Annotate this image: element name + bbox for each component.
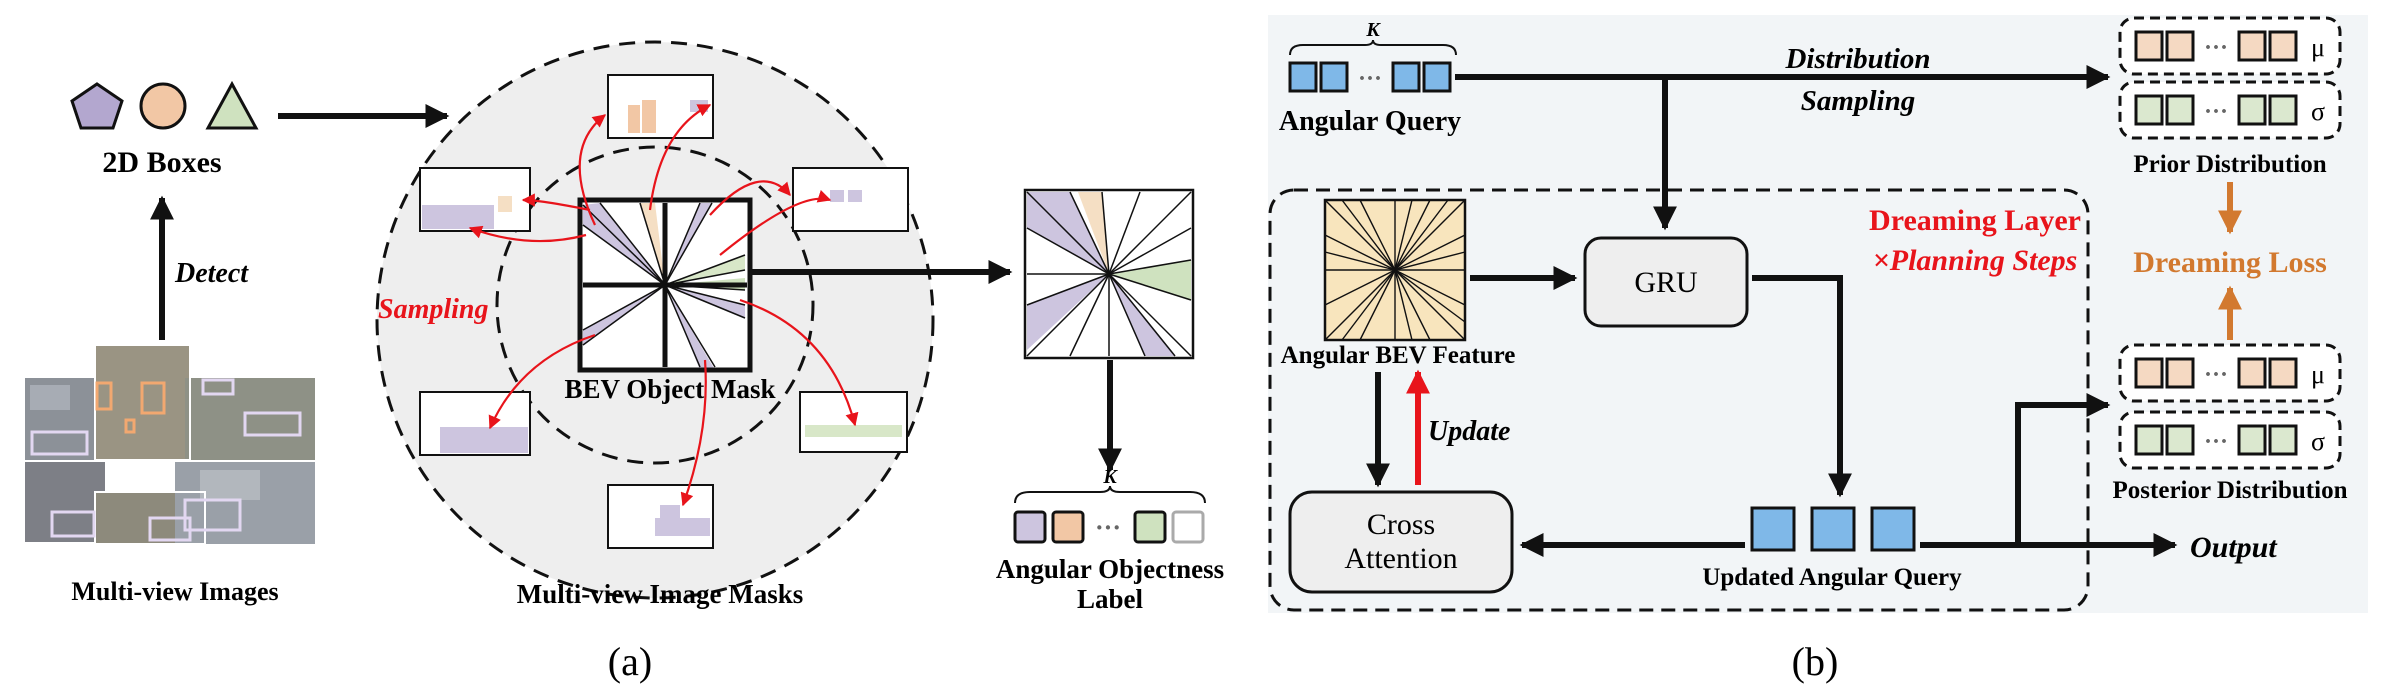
updated-query-square-1 [1750, 506, 1796, 552]
prior-mu-square-4 [2268, 30, 2298, 62]
caption-a: (a) [608, 639, 652, 684]
posterior-mu-ellipsis: ··· [2204, 362, 2228, 388]
label-square-white [1171, 510, 1205, 544]
image-masks-label: Multi-view Image Masks [517, 579, 803, 609]
posterior-sigma-square-4 [2268, 424, 2298, 456]
posterior-sigma-ellipsis: ··· [2204, 429, 2228, 455]
panel-a: 2D Boxes Detect Multi [25, 40, 1224, 684]
prior-mu-symbol: μ [2311, 33, 2325, 62]
angular-bev-feature-label: Angular BEV Feature [1281, 342, 1516, 369]
distribution-label-line2: Sampling [1801, 85, 1915, 117]
label-square-green [1133, 510, 1167, 544]
k-brace-a [1014, 485, 1206, 504]
updated-query-square-2 [1810, 506, 1856, 552]
caption-b: (b) [1792, 639, 1839, 684]
prior-mu-square-1 [2134, 30, 2164, 62]
query-square-4 [1422, 61, 1452, 93]
sampling-label: Sampling [378, 294, 488, 325]
query-square-1 [1288, 61, 1318, 93]
label-square-purple [1013, 510, 1047, 544]
gru-to-updated-arrow [1752, 275, 1852, 498]
prior-sigma-square-4 [2268, 94, 2298, 126]
bev-mask-label: BEV Object Mask [564, 374, 775, 404]
prior-sigma-square-3 [2237, 94, 2267, 126]
circle-shape [139, 82, 187, 130]
query-square-2 [1319, 61, 1349, 93]
angular-bev-feature-square [1323, 198, 1467, 342]
posterior-sigma-square-2 [2165, 424, 2195, 456]
updated-query-label: Updated Angular Query [1702, 564, 1962, 591]
objectness-label-line2: Label [1077, 584, 1144, 614]
k-brace-label-b: K [1365, 19, 1381, 41]
prior-sigma-symbol: σ [2311, 97, 2325, 126]
dreaming-loss-label: Dreaming Loss [2133, 246, 2327, 279]
posterior-mu-square-1 [2134, 357, 2164, 389]
boxes-label: 2D Boxes [102, 146, 221, 179]
objectness-label-line1: Angular Objectness [996, 554, 1224, 584]
prior-mu-square-2 [2165, 30, 2195, 62]
prior-sigma-ellipsis: ··· [2204, 99, 2228, 125]
prior-sigma-square-2 [2165, 94, 2195, 126]
posterior-sigma-square-3 [2237, 424, 2267, 456]
query-ellipsis: ··· [1358, 66, 1382, 92]
label-square-orange [1051, 510, 1085, 544]
gru-label: GRU [1634, 266, 1698, 299]
prior-mu-ellipsis: ··· [2204, 35, 2228, 61]
angular-query-label: Angular Query [1279, 106, 1461, 137]
prior-mu-square-3 [2237, 30, 2267, 62]
posterior-mu-square-3 [2237, 357, 2267, 389]
posterior-mu-symbol: μ [2311, 360, 2325, 389]
pentagon-shape [70, 82, 124, 130]
distribution-label-line1: Distribution [1784, 43, 1930, 75]
planning-steps-label: ×Planning Steps [1873, 244, 2078, 277]
query-square-3 [1391, 61, 1421, 93]
gru-box [1583, 236, 1749, 328]
updated-to-posterior-arrow [2015, 393, 2111, 545]
bev-object-mask [577, 197, 753, 373]
posterior-sigma-square-1 [2134, 424, 2164, 456]
panel-b: K ··· Angular Query Distribution Samplin… [1268, 15, 2368, 684]
prior-distribution-label: Prior Distribution [2133, 151, 2326, 178]
k-brace-b [1289, 39, 1457, 56]
label-ellipsis: ··· [1095, 513, 1121, 542]
cross-attention-box [1288, 490, 1514, 594]
multi-view-images [25, 344, 315, 545]
images-label: Multi-view Images [71, 577, 278, 606]
angular-objectness-square [1023, 188, 1195, 360]
posterior-mu-square-4 [2268, 357, 2298, 389]
updated-query-square-3 [1870, 506, 1916, 552]
dreaming-layer-label: Dreaming Layer [1869, 204, 2081, 237]
posterior-mu-square-2 [2165, 357, 2195, 389]
triangle-shape [205, 80, 259, 130]
sampling-arrows [468, 104, 859, 507]
prior-sigma-square-1 [2134, 94, 2164, 126]
detect-label: Detect [174, 258, 249, 289]
output-label: Output [2190, 531, 2278, 564]
inner-circle [495, 145, 815, 465]
posterior-sigma-symbol: σ [2311, 427, 2325, 456]
cross-attention-line2: Attention [1344, 542, 1457, 575]
k-brace-label-a: K [1102, 466, 1118, 488]
cross-attention-line1: Cross [1367, 508, 1435, 541]
update-label: Update [1428, 416, 1510, 447]
posterior-distribution-label: Posterior Distribution [2113, 477, 2348, 504]
